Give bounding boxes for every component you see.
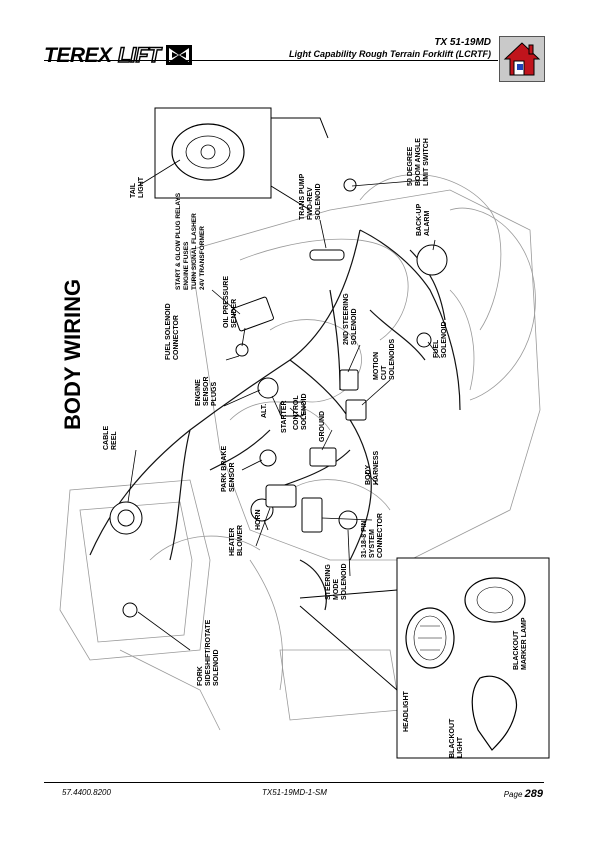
label-trans-pump: TRANS PUMPFWD-REVSOLENOID [299,173,322,220]
second-steering-solenoid-icon [339,369,359,391]
label-tail-light: TAILLIGHT [130,176,145,198]
fuel-solenoid-icon [416,332,432,348]
label-engine-sensor: ENGINESENSORPLUGS [195,376,218,406]
label-second-steering: 2ND STEERINGSOLENOID [343,293,358,345]
model-title: TX 51-19MD [434,37,491,48]
relay-box-icon [232,296,274,332]
home-icon [503,42,541,76]
label-motion-cut: MOTIONCUTSOLENOIDS [373,338,396,380]
footer-manual-id: TX51-19MD-1-SM [262,788,327,797]
tail-light-inset [154,107,329,211]
label-boom-angle-switch: 50 DEGREEBOOM ANGLELIMIT SWITCH [407,138,430,186]
body-wiring-diagram: TAILLIGHT 50 DEGREEBOOM ANGLELIMIT SWITC… [59,107,550,759]
boom-angle-switch-icon [343,178,357,192]
callout-labels: TAILLIGHT 50 DEGREEBOOM ANGLELIMIT SWITC… [103,138,528,758]
diagram-title: BODY WIRING [60,279,85,430]
alternator-icon [257,377,279,399]
footer-doc-number: 57.4400.8200 [62,788,111,797]
label-relays: START & GLOW PLUG RELAYSENGINE FUSESTURN… [175,192,206,290]
label-control-solenoid: CONTROLSOLENOID [293,393,308,430]
label-fuel-solenoid-connector: FUEL SOLENOIDCONNECTOR [165,303,180,360]
header-divider [44,60,498,61]
label-cable-reel: CABLEREEL [103,426,118,450]
leader-lines [127,159,441,651]
blackout-light-icon [471,675,518,751]
footer-divider [44,782,544,783]
motion-cut-solenoid-icon [345,399,367,421]
label-steering-mode: STEERINGMODESOLENOID [325,563,348,600]
label-starter: STARTER [281,400,288,433]
blackout-marker-lamp-icon [464,577,526,623]
control-solenoid-icon [309,447,337,467]
svg-text:TEREX: TEREX [44,44,114,67]
label-blackout-light: BLACKOUTLIGHT [449,718,464,758]
lights-inset [299,557,550,759]
connector-icon [301,497,323,533]
heater-blower-icon [265,484,297,508]
header-title-block: TX 51-19MD Light Capability Rough Terrai… [289,37,491,60]
home-button[interactable] [499,36,545,82]
terex-lift-logo: TEREX LIFT [44,43,192,68]
svg-text:LIFT: LIFT [118,44,163,67]
label-oil-pressure: OIL PRESSURESENDER [223,276,238,328]
manual-subtitle: Light Capability Rough Terrain Forklift … [289,49,491,59]
starter-icon [279,401,305,417]
label-fuel-solenoid: FUELSOLENOID [433,321,448,358]
park-brake-sensor-icon [259,449,277,467]
label-blackout-marker: BLACKOUTMARKER LAMP [513,617,528,670]
label-body-harness: BODYHARNESS [365,450,380,485]
steering-mode-solenoid-icon [338,510,358,530]
label-ground: GROUND [319,411,326,442]
trans-pump-solenoid-icon [309,249,345,261]
backup-alarm-icon [416,244,448,276]
footer-page: Page 289 [504,788,543,800]
tail-light-icon [171,123,245,181]
label-alt: ALT. [261,404,268,418]
wiring-harness [89,229,461,611]
label-heater-blower: HEATERBLOWER [229,525,244,556]
page-label: Page [503,790,523,799]
label-system-connector: 31-18-8 PINSYSTEMCONNECTOR [361,513,384,558]
fork-solenoid-icon [122,602,138,618]
page-number: 289 [524,788,543,800]
label-fork-sideshift: FORKSIDESHIFT/ROTATESOLENOID [197,619,220,686]
label-horn: HORN [255,509,262,530]
label-headlight: HEADLIGHT [403,690,410,732]
label-park-brake: PARK BRAKESENSOR [221,446,236,492]
label-backup-alarm: BACK-UPALARM [416,203,431,236]
